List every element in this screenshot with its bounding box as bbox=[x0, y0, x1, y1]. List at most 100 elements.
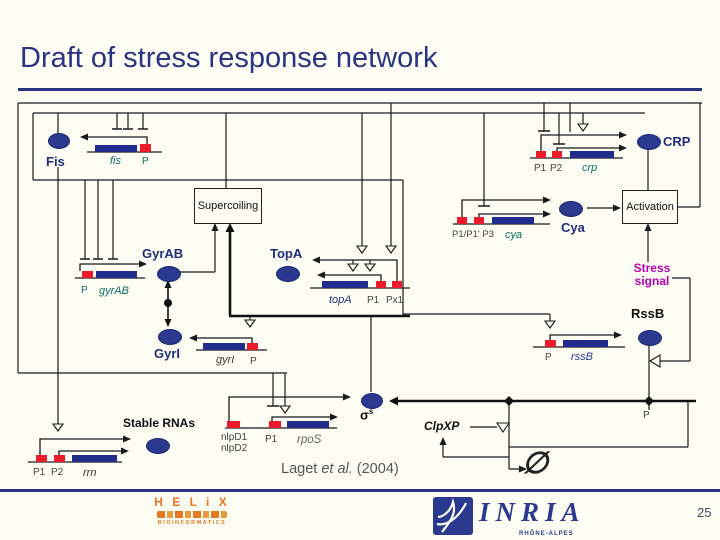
gyrab-gene-label: gyrAB bbox=[99, 285, 129, 297]
crp-gene-label: crp bbox=[582, 162, 598, 174]
gyrab-protein-node bbox=[157, 266, 181, 282]
gyrab-promoter-box bbox=[82, 271, 93, 278]
supercoiling-box: Supercoiling bbox=[194, 188, 262, 224]
gyrab-gyri-link bbox=[164, 280, 172, 327]
fis-promoter-box bbox=[140, 144, 151, 152]
crp-gene-bar bbox=[570, 151, 614, 158]
stress-signal-label: Stress signal bbox=[633, 261, 671, 288]
rpos-nlpd2-label: nlpD2 bbox=[221, 443, 248, 454]
supercoiling-label: Supercoiling bbox=[197, 200, 259, 212]
rpos-nlpd1-label: nlpD1 bbox=[221, 432, 248, 443]
rssb-protein-label: RssB bbox=[631, 306, 665, 321]
gyrab-protein-label: GyrAB bbox=[142, 246, 184, 261]
rssb-gene-bar bbox=[563, 340, 608, 347]
crp-p1-label: P1 bbox=[534, 163, 547, 174]
fis-gene-bar bbox=[95, 145, 137, 152]
inria-logo-name: INRIA bbox=[479, 497, 586, 527]
activation-box-arrows bbox=[587, 204, 652, 262]
fis-promoter-label: P bbox=[142, 156, 149, 167]
rssb-gene-label: rssB bbox=[571, 351, 593, 363]
footer-rule bbox=[0, 489, 720, 492]
topa-px1-label: Px1 bbox=[386, 295, 404, 306]
gyri-promoter-label: P bbox=[250, 356, 257, 367]
topa-gene-bar bbox=[322, 281, 368, 288]
rssb-promoter-box bbox=[545, 340, 556, 347]
rrn-p1-box bbox=[36, 455, 47, 462]
activation-label: Activation bbox=[626, 201, 674, 213]
stable-rnas-node bbox=[146, 438, 170, 454]
rpos-p1-label: P1 bbox=[265, 434, 278, 445]
gyri-protein-node bbox=[158, 329, 182, 345]
crp-p2-box bbox=[552, 151, 562, 158]
cya-gene-label: cya bbox=[505, 229, 523, 241]
rpos-nlpd-promoter-box bbox=[227, 421, 240, 428]
sigma-s-label: σs bbox=[360, 407, 373, 422]
p-node-label: P bbox=[643, 410, 650, 421]
citation-etal: et al. bbox=[321, 461, 353, 477]
citation-year: (2004) bbox=[352, 461, 399, 477]
rssb-promoter-label: P bbox=[545, 352, 552, 363]
gene-baselines bbox=[28, 151, 625, 463]
crp-p1-box bbox=[536, 151, 546, 158]
cya-protein-label: Cya bbox=[561, 220, 585, 235]
cya-protein-node bbox=[559, 201, 583, 217]
topa-p1-box bbox=[376, 281, 386, 288]
rpos-gene-bar bbox=[287, 421, 329, 428]
transcription-arrowheads bbox=[80, 131, 627, 455]
fis-protein-label: Fis bbox=[46, 154, 65, 169]
page-number: 25 bbox=[697, 505, 712, 520]
clpxp-label: ClpXP bbox=[424, 419, 460, 433]
topa-px1-box bbox=[392, 281, 402, 288]
fis-gene-label: fis bbox=[110, 155, 121, 167]
crp-protein-node bbox=[637, 134, 661, 150]
degradation-lines bbox=[389, 277, 696, 473]
sigma-superscript: s bbox=[368, 407, 374, 416]
helix-logo-bar bbox=[157, 511, 227, 518]
cya-promoters-label: P1/P1' P3 bbox=[452, 229, 494, 240]
rpos-gene-label: rpoS bbox=[297, 434, 322, 446]
fis-protein-node bbox=[48, 133, 70, 149]
rrn-gene-label: rrn bbox=[83, 467, 97, 479]
crp-protein-label: CRP bbox=[663, 134, 691, 149]
supercoiling-arrows bbox=[180, 223, 410, 318]
topa-gene-label: topA bbox=[329, 294, 352, 306]
empty-set-symbol: ∅ bbox=[522, 447, 549, 480]
gyrab-promoter-label: P bbox=[81, 285, 88, 296]
gyri-gene-bar bbox=[203, 343, 245, 350]
cya-p3-box bbox=[474, 217, 484, 224]
activation-box: Activation bbox=[622, 190, 678, 224]
cya-gene-bar bbox=[492, 217, 534, 224]
helix-logo-name: H E L i X bbox=[154, 495, 230, 509]
gyri-protein-label: GyrI bbox=[154, 346, 181, 361]
helix-logo-caption: BIOINFORMATICS bbox=[157, 520, 227, 526]
inria-logo-region: RHÔNE-ALPES bbox=[519, 531, 574, 537]
rrn-p1-label: P1 bbox=[33, 467, 46, 478]
sigma-s-node bbox=[361, 393, 383, 409]
gyri-gene-label: gyrI bbox=[216, 354, 235, 366]
stable-rnas-label: Stable RNAs bbox=[123, 416, 196, 430]
citation: Laget et al. (2004) bbox=[281, 461, 399, 477]
transcription-arrows bbox=[39, 134, 623, 455]
rrn-p2-box bbox=[54, 455, 65, 462]
topa-p1-label: P1 bbox=[367, 295, 380, 306]
rrn-p2-label: P2 bbox=[51, 467, 64, 478]
inria-logo: INRIA RHÔNE-ALPES bbox=[433, 497, 586, 537]
page-title: Draft of stress response network bbox=[20, 42, 438, 74]
topa-protein-node bbox=[276, 266, 300, 282]
activation-triangles bbox=[51, 123, 661, 433]
citation-authors: Laget bbox=[281, 461, 322, 477]
inria-swirl-icon bbox=[436, 497, 467, 533]
inria-logo-mark bbox=[433, 497, 473, 535]
gyrab-gene-bar bbox=[96, 271, 137, 278]
bus-lines bbox=[17, 102, 702, 424]
rpos-p1-box bbox=[269, 421, 281, 428]
helix-logo: H E L i X BIOINFORMATICS bbox=[152, 495, 232, 526]
crp-p2-label: P2 bbox=[550, 163, 563, 174]
title-rule bbox=[18, 88, 702, 91]
sigma-glyph: σ bbox=[360, 407, 369, 423]
rrn-gene-bar bbox=[72, 455, 117, 462]
repression-tbars bbox=[80, 128, 565, 407]
cya-p1-box bbox=[457, 217, 467, 224]
